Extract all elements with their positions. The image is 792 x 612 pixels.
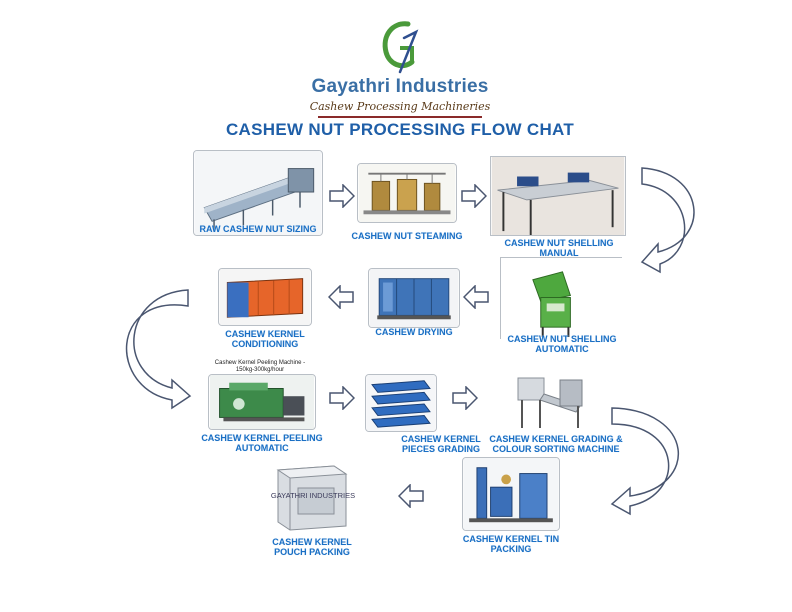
step-label-pieces-grading: CASHEW KERNEL PIECES GRADING	[401, 434, 481, 454]
curved-arrow-down-icon	[610, 407, 679, 516]
step-image-tin-packing	[462, 457, 560, 531]
page-title: CASHEW NUT PROCESSING FLOW CHAT	[225, 120, 575, 139]
logo-icon	[382, 21, 419, 74]
step-label-colour-sorting: CASHEW KERNEL GRADING & COLOUR SORTING M…	[489, 434, 623, 454]
curved-arrow-down-icon	[640, 167, 695, 274]
step-label-peeling: CASHEW KERNEL PEELING AUTOMATIC	[201, 433, 323, 453]
curved-arrow-down-icon	[125, 289, 192, 410]
arrow-left-icon	[398, 484, 424, 508]
step-label-steaming: CASHEW NUT STEAMING	[351, 231, 463, 241]
arrow-right-icon	[329, 386, 355, 410]
step-image-shelling-manual	[490, 156, 626, 236]
step-label-pouch-packing: CASHEW KERNEL POUCH PACKING	[272, 537, 352, 557]
step-label-drying: CASHEW DRYING	[375, 327, 453, 337]
step-image-steaming	[357, 163, 457, 223]
arrow-right-icon	[452, 386, 478, 410]
step-image-colour-sorting	[504, 372, 592, 432]
arrow-right-icon	[461, 184, 487, 208]
pouch-overlay-text: GAYATHRI INDUSTRIES	[270, 491, 356, 500]
step-image-raw-sizing	[193, 150, 323, 236]
tagline-underline	[318, 116, 482, 118]
step-image-pieces-grading	[365, 374, 437, 432]
peeling-caption: Cashew Kernel Peeling Machine - 150kg-30…	[214, 360, 306, 373]
step-image-conditioning	[218, 268, 312, 326]
step-image-pouch-packing	[270, 462, 354, 534]
arrow-left-icon	[463, 285, 489, 309]
step-label-shelling-manual: CASHEW NUT SHELLING MANUAL	[504, 238, 614, 258]
step-image-shelling-auto	[500, 257, 622, 339]
step-image-peeling	[208, 374, 316, 430]
arrow-right-icon	[329, 184, 355, 208]
arrow-left-icon	[328, 285, 354, 309]
step-image-drying	[368, 268, 460, 328]
step-label-raw-sizing: RAW CASHEW NUT SIZING	[199, 224, 317, 234]
brand-tagline: Cashew Processing Machineries	[309, 100, 491, 113]
step-label-shelling-auto: CASHEW NUT SHELLING AUTOMATIC	[507, 334, 617, 354]
step-label-tin-packing: CASHEW KERNEL TIN PACKING	[462, 534, 560, 554]
step-label-conditioning: CASHEW KERNEL CONDITIONING	[225, 329, 305, 349]
brand-name: Gayathri Industries	[311, 76, 489, 97]
